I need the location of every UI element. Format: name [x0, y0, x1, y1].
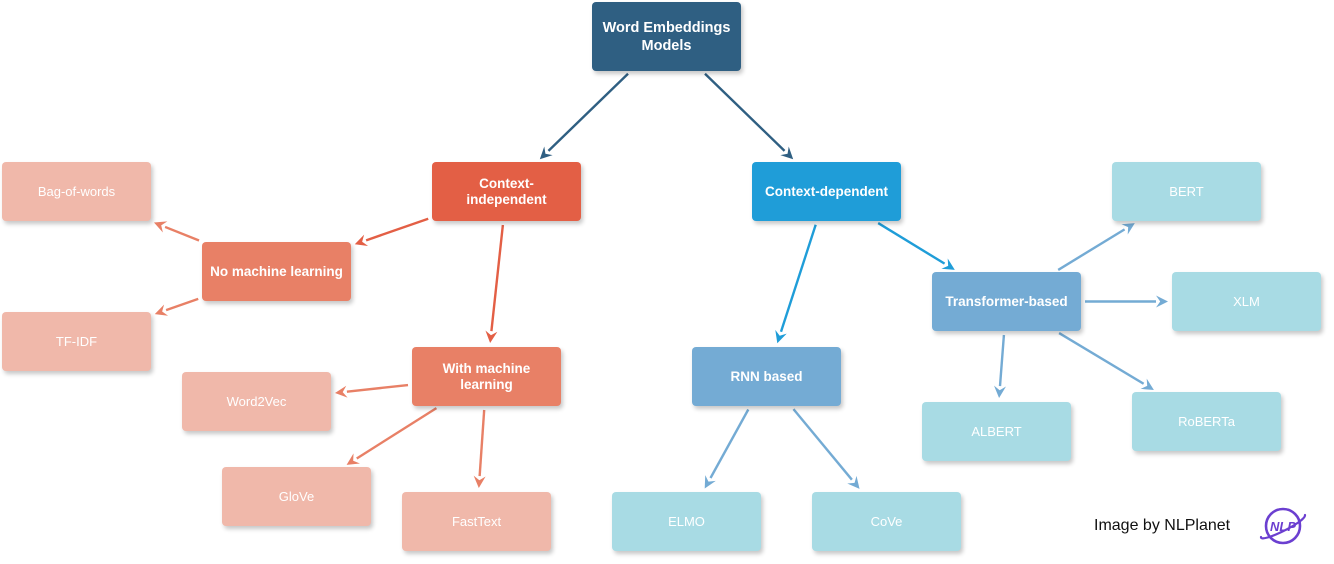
edge-no-ml-to-tf-idf: [154, 297, 199, 316]
arrow-head-icon: [780, 146, 794, 160]
edge-line: [877, 222, 946, 265]
node-word2vec: Word2Vec: [182, 372, 331, 431]
edge-with-ml-to-word2vec: [334, 383, 409, 398]
node-elmo: ELMO: [612, 492, 761, 551]
node-with-machine-learning: With machine learning: [412, 347, 561, 406]
arrow-head-icon: [334, 385, 348, 398]
edge-transformer-based-to-bert: [1057, 223, 1135, 271]
node-no-machine-learning: No machine learning: [202, 242, 351, 301]
arrow-head-icon: [704, 475, 716, 489]
edge-line: [1057, 228, 1126, 271]
edge-line: [346, 383, 409, 393]
edge-rnn-based-to-elmo: [704, 408, 750, 489]
arrow-head-icon: [346, 453, 360, 465]
edge-line: [165, 297, 199, 312]
node-roberta: RoBERTa: [1132, 392, 1281, 451]
edge-context-dependent-to-rnn-based: [775, 224, 817, 344]
edge-context-dependent-to-transformer-based: [877, 222, 955, 270]
node-xlm: XLM: [1172, 272, 1321, 331]
arrow-head-icon: [539, 146, 553, 160]
node-transformer-based: Transformer-based: [932, 272, 1081, 331]
arrow-head-icon: [941, 258, 955, 270]
arrow-head-icon: [354, 234, 369, 246]
edge-line: [704, 72, 786, 152]
arrow-head-icon: [994, 385, 1006, 399]
edge-line: [709, 408, 750, 479]
arrow-head-icon: [1140, 378, 1154, 390]
edge-transformer-based-to-xlm: [1085, 295, 1168, 308]
node-bert: BERT: [1112, 162, 1261, 221]
edge-root-to-context-independent: [539, 72, 629, 160]
edge-line: [356, 407, 438, 460]
node-bag-of-words: Bag-of-words: [2, 162, 151, 221]
edge-line: [792, 408, 853, 481]
edge-root-to-context-dependent: [704, 72, 794, 160]
edge-line: [547, 72, 629, 152]
node-root: Word Embeddings Models: [592, 2, 741, 71]
node-glove: GloVe: [222, 467, 371, 526]
planet-icon: NLP: [1259, 507, 1307, 545]
arrow-head-icon: [485, 330, 498, 344]
node-albert: ALBERT: [922, 402, 1071, 461]
image-credit: Image by NLPlanet: [1094, 517, 1231, 534]
edge-rnn-based-to-cove: [792, 408, 860, 489]
edge-line: [164, 225, 200, 242]
edge-transformer-based-to-albert: [994, 334, 1006, 399]
edge-context-independent-to-with-ml: [485, 224, 505, 344]
edge-context-independent-to-no-ml: [354, 217, 429, 246]
node-fasttext: FastText: [402, 492, 551, 551]
edge-line: [478, 409, 486, 477]
arrow-head-icon: [847, 475, 860, 489]
node-context-independent: Context-independent: [432, 162, 581, 221]
logo-text: NLP: [1270, 519, 1296, 534]
edge-line: [490, 224, 505, 332]
node-rnn-based: RNN based: [692, 347, 841, 406]
edge-line: [365, 217, 429, 242]
edge-with-ml-to-glove: [346, 407, 438, 465]
arrow-head-icon: [153, 221, 168, 233]
edge-line: [779, 224, 817, 333]
arrow-head-icon: [154, 304, 169, 316]
node-context-dependent: Context-dependent: [752, 162, 901, 221]
arrow-head-icon: [775, 329, 787, 344]
arrow-head-icon: [1156, 295, 1168, 308]
edge-line: [998, 334, 1006, 387]
edge-line: [1058, 332, 1145, 385]
edge-transformer-based-to-roberta: [1058, 332, 1154, 390]
arrow-head-icon: [473, 475, 486, 489]
edge-no-ml-to-bag-of-words: [153, 221, 200, 242]
node-cove: CoVe: [812, 492, 961, 551]
node-tf-idf: TF-IDF: [2, 312, 151, 371]
arrow-head-icon: [1121, 223, 1135, 235]
edge-with-ml-to-fasttext: [473, 409, 486, 489]
